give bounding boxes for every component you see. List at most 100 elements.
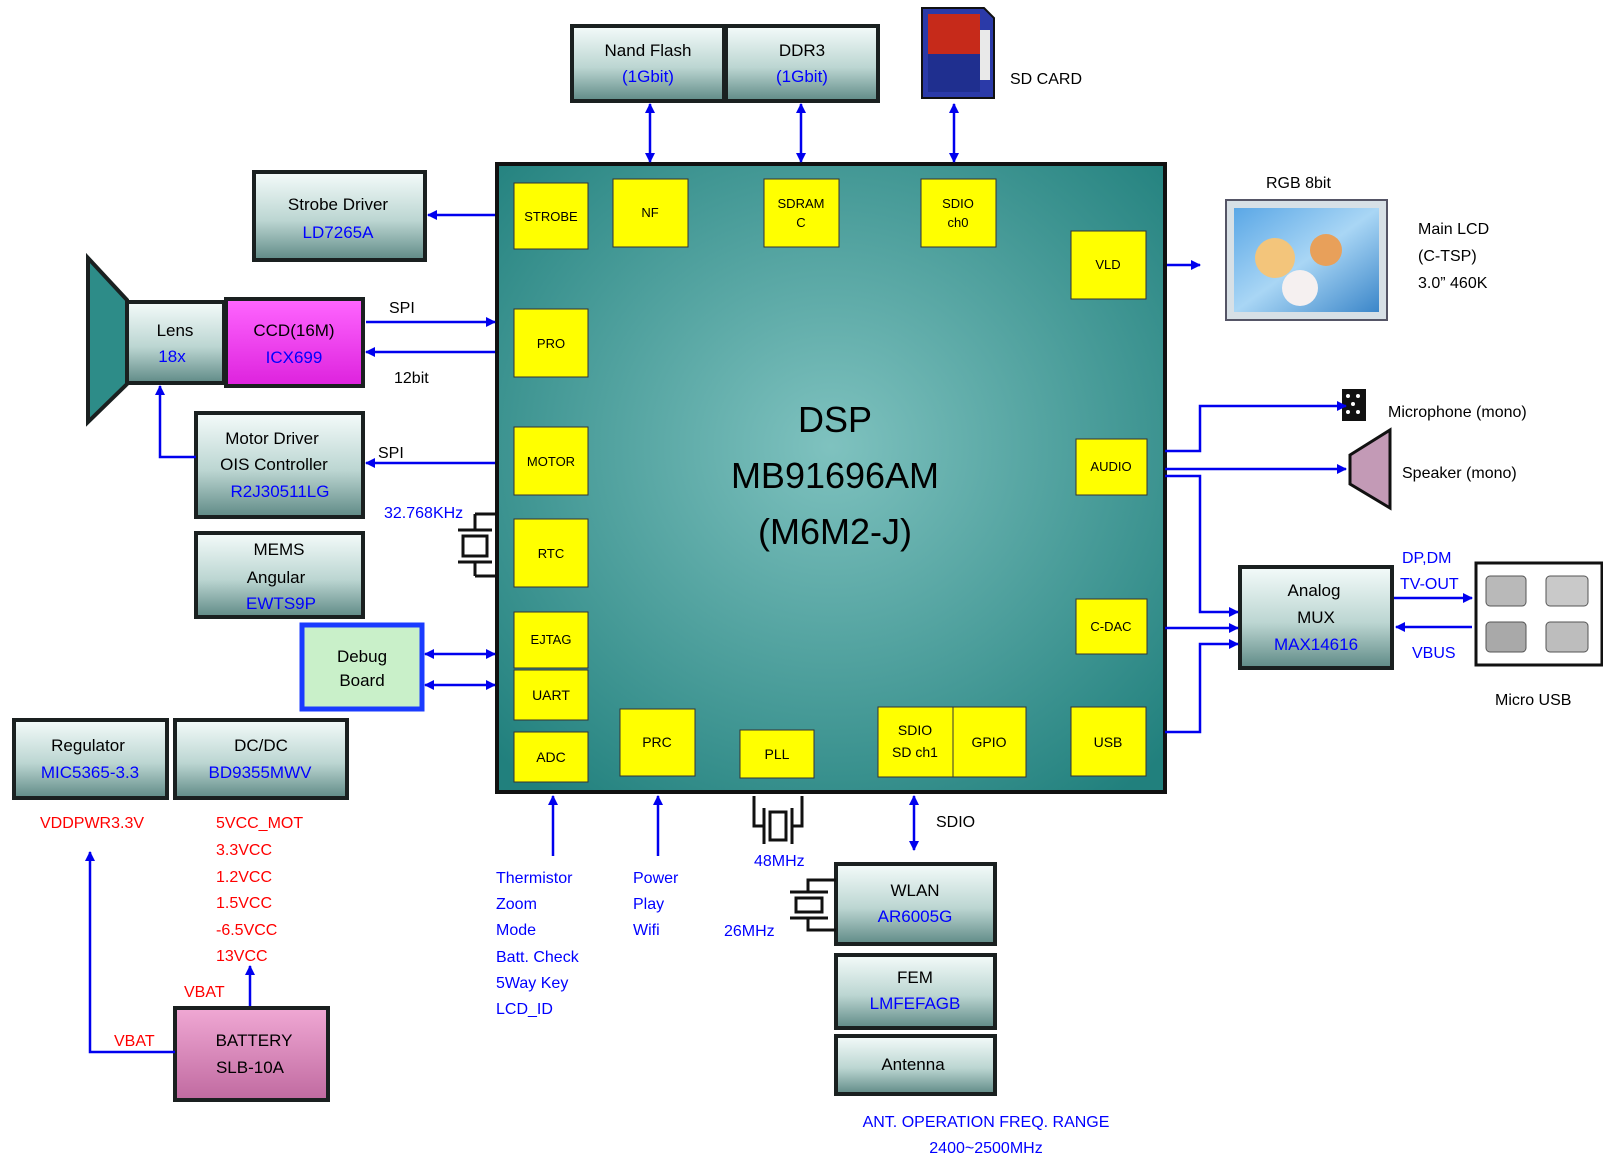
svg-text:Regulator: Regulator (51, 736, 125, 755)
svg-text:Debug: Debug (337, 647, 387, 666)
svg-text:C: C (796, 215, 805, 230)
rgb-label: RGB 8bit (1266, 175, 1331, 192)
svg-text:Antenna: Antenna (881, 1055, 945, 1074)
svg-text:MIC5365-3.3: MIC5365-3.3 (41, 763, 139, 782)
power-rail: 5VCC_MOT (216, 815, 303, 832)
speaker-label: Speaker (mono) (1402, 465, 1517, 482)
power-rail: -6.5VCC (216, 922, 277, 939)
port-nf: NF (612, 178, 689, 248)
vbus-label: VBUS (1412, 645, 1456, 662)
svg-text:PRC: PRC (642, 734, 672, 750)
sdio-wlan-label: SDIO (936, 814, 975, 831)
port-rtc: RTC (513, 518, 589, 588)
svg-text:NF: NF (641, 205, 658, 220)
crystal-oscillator-icon (458, 512, 497, 578)
prc-input: Wifi (633, 922, 660, 939)
lens-block: Lens 18x (86, 252, 226, 427)
svg-text:Strobe Driver: Strobe Driver (288, 195, 388, 214)
svg-text:DDR3: DDR3 (779, 41, 825, 60)
svg-text:Lens: Lens (157, 321, 194, 340)
svg-text:Motor Driver: Motor Driver (225, 429, 319, 448)
svg-text:WLAN: WLAN (890, 881, 939, 900)
strobe-driver-block: Strobe Driver LD7265A (252, 170, 427, 262)
bits-label: 12bit (394, 370, 429, 387)
svg-text:UART: UART (532, 687, 570, 703)
regulator-block: Regulator MIC5365-3.3 (12, 718, 169, 800)
port-pro: PRO (513, 308, 589, 378)
port-motor: MOTOR (513, 426, 589, 496)
svg-text:PLL: PLL (765, 746, 790, 762)
antenna-range-label-2: 2400~2500MHz (929, 1140, 1042, 1157)
port-pll: PLL (739, 729, 815, 779)
svg-text:SDIO: SDIO (898, 722, 932, 738)
dsp-model: MB91696AM (731, 455, 939, 496)
wlan-crystal-label: 26MHz (724, 923, 775, 940)
port-adc: ADC (513, 731, 589, 783)
micro-usb-connector-icon (1474, 561, 1603, 667)
vbat-label: VBAT (114, 1033, 155, 1050)
lens-barrel-icon (86, 252, 129, 427)
adc-input: Thermistor (496, 870, 573, 887)
dsp-title: DSP (798, 399, 872, 440)
power-rail: 1.2VCC (216, 869, 272, 886)
dcdc-block: DC/DC BD9355MWV (173, 718, 349, 800)
port-usb: USB (1070, 706, 1147, 777)
svg-text:RTC: RTC (538, 546, 564, 561)
svg-text:SDRAM: SDRAM (778, 196, 825, 211)
svg-text:GPIO: GPIO (971, 734, 1006, 750)
sd-card-label: SD CARD (1010, 71, 1082, 88)
nand-flash-block: Nand Flash (1Gbit) (570, 24, 726, 103)
svg-text:(1Gbit): (1Gbit) (776, 67, 828, 86)
svg-text:MOTOR: MOTOR (527, 454, 575, 469)
svg-text:ch0: ch0 (948, 215, 969, 230)
svg-text:R2J30511LG: R2J30511LG (231, 482, 330, 501)
svg-text:USB: USB (1094, 734, 1123, 750)
svg-text:BD9355MWV: BD9355MWV (209, 763, 313, 782)
port-audio: AUDIO (1075, 438, 1148, 496)
micro-usb-label: Micro USB (1495, 692, 1571, 709)
power-rail: 1.5VCC (216, 895, 272, 912)
svg-text:Analog: Analog (1288, 581, 1341, 600)
port-uart: UART (513, 669, 589, 721)
svg-text:18x: 18x (158, 347, 186, 366)
analog-mux-block: Analog MUX MAX14616 (1238, 565, 1394, 670)
port-sdio-ch0: SDIO ch0 (920, 178, 997, 248)
port-cdac: C-DAC (1075, 598, 1148, 655)
svg-text:VLD: VLD (1095, 257, 1120, 272)
svg-text:AR6005G: AR6005G (878, 907, 953, 926)
prc-input: Power (633, 870, 679, 887)
ddr3-block: DDR3 (1Gbit) (724, 24, 880, 103)
svg-text:LMFEFAGB: LMFEFAGB (870, 994, 961, 1013)
wires (85, 103, 1473, 1054)
svg-text:MAX14616: MAX14616 (1274, 635, 1358, 654)
lcd-label-3: 3.0” 460K (1418, 275, 1488, 292)
svg-text:Angular: Angular (247, 568, 306, 587)
svg-text:DC/DC: DC/DC (234, 736, 288, 755)
debug-board-block: Debug Board (299, 622, 425, 712)
speaker-icon (1348, 427, 1392, 511)
wlan-block: WLAN AR6005G (834, 862, 997, 946)
crystal-oscillator-icon (752, 796, 804, 844)
rtc-crystal-label: 32.768KHz (384, 505, 463, 522)
port-sdram: SDRAM C (763, 178, 840, 248)
adc-input: 5Way Key (496, 975, 568, 992)
svg-text:MUX: MUX (1297, 608, 1335, 627)
svg-text:LD7265A: LD7265A (303, 223, 375, 242)
spi-motor-label: SPI (378, 445, 404, 462)
svg-text:FEM: FEM (897, 968, 933, 987)
svg-text:AUDIO: AUDIO (1090, 459, 1131, 474)
svg-text:EWTS9P: EWTS9P (246, 594, 316, 613)
svg-text:SDIO: SDIO (942, 196, 974, 211)
svg-text:C-DAC: C-DAC (1090, 619, 1131, 634)
svg-text:MEMS: MEMS (254, 540, 305, 559)
mems-block: MEMS Angular EWTS9P (194, 531, 365, 619)
svg-text:(1Gbit): (1Gbit) (622, 67, 674, 86)
prc-input: Play (633, 896, 664, 913)
prc-inputs: Power Play Wifi (633, 870, 679, 939)
dsp-variant: (M6M2-J) (758, 511, 912, 552)
svg-text:ICX699: ICX699 (266, 348, 323, 367)
svg-text:STROBE: STROBE (524, 209, 578, 224)
fem-block: FEM LMFEFAGB (834, 953, 997, 1030)
